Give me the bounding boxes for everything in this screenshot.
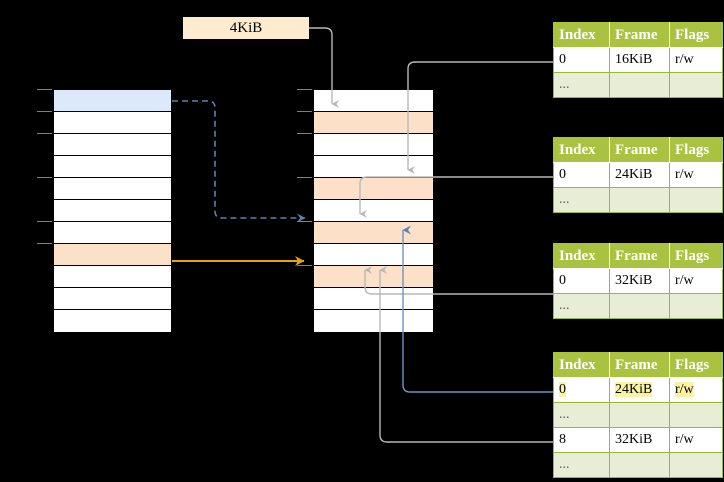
physical-memory-row[interactable] (314, 244, 433, 266)
table-cell (609, 452, 670, 478)
table-row[interactable]: ... (553, 293, 723, 319)
virtual-address-space-row[interactable] (54, 90, 171, 112)
row-tick-mark (297, 133, 312, 134)
physical-memory-row[interactable] (314, 90, 433, 112)
virtual-address-space-row[interactable] (54, 244, 171, 266)
table-cell: 16KiB (609, 47, 670, 73)
table-cell (609, 72, 670, 98)
table-row[interactable]: ... (553, 452, 723, 478)
table-header-index: Index (553, 137, 610, 163)
table-cell: ... (553, 72, 610, 98)
row-tick-mark (37, 243, 52, 244)
table-cell: 8 (553, 427, 610, 453)
virtual-address-space-row[interactable] (54, 266, 171, 288)
table-header-index: Index (553, 243, 610, 269)
table-cell: ... (553, 402, 610, 428)
table-header-frame: Frame (609, 243, 670, 269)
table-cell: 0 (553, 162, 610, 188)
virtual-address-space-row[interactable] (54, 156, 171, 178)
table-header-index: Index (553, 22, 610, 48)
table-cell: 32KiB (609, 268, 670, 294)
table-cell (609, 402, 670, 428)
physical-memory-row[interactable] (314, 222, 433, 244)
virtual-address-space-row[interactable] (54, 134, 171, 156)
physical-memory-row[interactable] (314, 178, 433, 200)
table-header-frame: Frame (609, 22, 670, 48)
table-row[interactable]: ... (553, 187, 723, 213)
row-tick-mark (37, 111, 52, 112)
table-cell: 0 (553, 377, 610, 403)
virtual-address-space-row[interactable] (54, 222, 171, 244)
virtual-address-space-row[interactable] (54, 288, 171, 310)
table-header-frame: Frame (609, 352, 670, 378)
table-cell (609, 293, 670, 319)
physical-memory-row[interactable] (314, 200, 433, 222)
row-tick-mark (297, 177, 312, 178)
table-cell: 0 (553, 268, 610, 294)
table-cell: ... (553, 293, 610, 319)
virtual-address-space-row[interactable] (54, 200, 171, 222)
table-cell: r/w (669, 162, 723, 188)
table-cell (669, 72, 723, 98)
table-cell: 32KiB (609, 427, 670, 453)
physical-memory-column (313, 89, 434, 332)
table-cell: 24KiB (609, 377, 670, 403)
table-row[interactable]: ... (553, 72, 723, 98)
virtual-address-space-row[interactable] (54, 112, 171, 134)
table-cell (669, 293, 723, 319)
virtual-address-space-row[interactable] (54, 178, 171, 200)
table-header-frame: Frame (609, 137, 670, 163)
physical-memory-row[interactable] (314, 134, 433, 156)
virtual-address-space-column (53, 89, 172, 332)
table-cell: ... (553, 187, 610, 213)
table-cell (609, 187, 670, 213)
table-cell (669, 402, 723, 428)
table-header-flags: Flags (669, 352, 723, 378)
table-row[interactable]: ... (553, 402, 723, 428)
table-cell (669, 452, 723, 478)
table-cell: r/w (669, 427, 723, 453)
row-tick-mark (37, 177, 52, 178)
physical-memory-row[interactable] (314, 112, 433, 134)
row-tick-mark (37, 221, 52, 222)
physical-memory-row[interactable] (314, 156, 433, 178)
physical-memory-row[interactable] (314, 310, 433, 332)
table-header-flags: Flags (669, 137, 723, 163)
table-cell: ... (553, 452, 610, 478)
row-tick-mark (297, 111, 312, 112)
table-cell: r/w (669, 377, 723, 403)
physical-memory-row[interactable] (314, 266, 433, 288)
row-tick-mark (297, 265, 312, 266)
table-cell: 24KiB (609, 162, 670, 188)
table-header-flags: Flags (669, 243, 723, 269)
table-cell (669, 187, 723, 213)
page-size-label: 4KiB (183, 17, 309, 39)
table-cell: 0 (553, 47, 610, 73)
row-tick-mark (297, 89, 312, 90)
table-header-flags: Flags (669, 22, 723, 48)
table-cell: r/w (669, 268, 723, 294)
virtual-address-space-row[interactable] (54, 310, 171, 332)
row-tick-mark (297, 221, 312, 222)
row-tick-mark (37, 133, 52, 134)
table-cell: r/w (669, 47, 723, 73)
table-header-index: Index (553, 352, 610, 378)
physical-memory-row[interactable] (314, 288, 433, 310)
row-tick-mark (37, 89, 52, 90)
